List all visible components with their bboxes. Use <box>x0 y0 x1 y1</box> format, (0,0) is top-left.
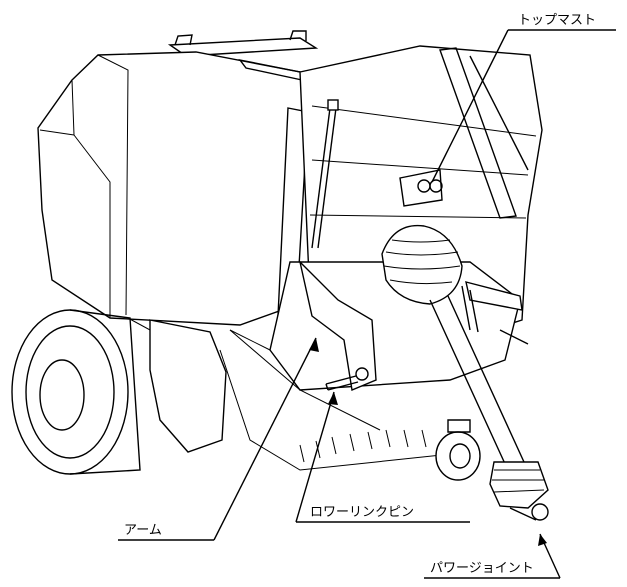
baler-machine <box>11 30 549 521</box>
label-power-joint: パワージョイント <box>430 561 534 576</box>
label-top-mast: トップマスト <box>518 13 596 28</box>
label-arm: アーム <box>124 523 162 538</box>
pto-shaft <box>381 224 549 521</box>
label-lower-link-pin: ロワーリンクピン <box>310 505 414 520</box>
leader-lines <box>118 29 616 579</box>
